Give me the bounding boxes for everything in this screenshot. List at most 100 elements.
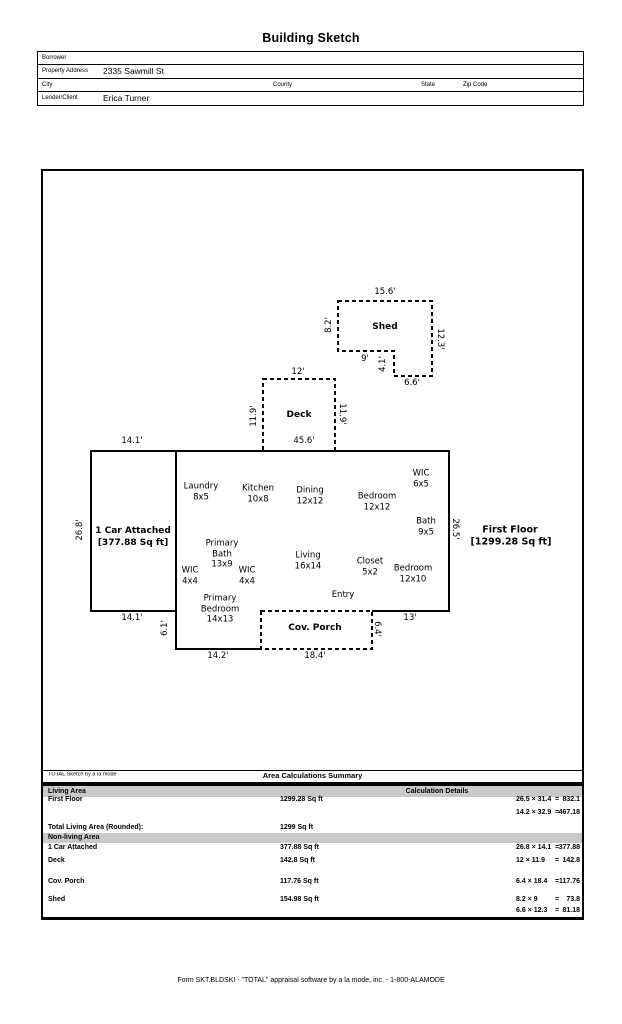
room-living: Living 16x14	[295, 551, 322, 572]
row-first-floor-calc2-eq: =	[554, 809, 560, 816]
room-dining-name: Dining	[296, 485, 324, 496]
shed-dim-bottom-right: 6.6'	[404, 378, 420, 388]
room-kitchen-name: Kitchen	[242, 483, 274, 494]
nonliving-area-header: Non-living Area	[48, 834, 100, 841]
room-bedroom-12x12-size: 12x12	[363, 502, 391, 512]
row-shed-value: 154.98 Sq ft	[280, 896, 319, 903]
summary-title: Area Calculations Summary	[262, 771, 363, 780]
total-living-label: Total Living Area (Rounded):	[48, 824, 144, 831]
room-entry: Entry	[332, 590, 355, 601]
deck-dim-top: 12'	[291, 367, 305, 377]
garage-dim-top: 14.1'	[121, 436, 143, 446]
room-bedroom-12x12-name: Bedroom	[357, 491, 397, 502]
form-row-lender: Lender/Client Erica Turner	[38, 92, 583, 105]
room-laundry: Laundry 8x5	[184, 482, 219, 503]
porch-dim-right: 6.4'	[372, 621, 382, 637]
first-floor-sqft: [1299.28 Sq ft]	[470, 536, 552, 548]
room-wic-4x4-left: WIC 4x4	[182, 566, 199, 587]
property-address-value: 2335 Sawmill St	[103, 66, 164, 77]
room-wic-4x4-right-name: WIC	[238, 565, 256, 576]
total-living-value: 1299 Sq ft	[280, 824, 314, 831]
row-car-calc-eq: =	[554, 844, 560, 851]
room-wic-4x4-right-size: 4x4	[239, 576, 255, 586]
room-living-size: 16x14	[294, 561, 322, 571]
room-kitchen-size: 10x8	[247, 494, 269, 504]
row-first-floor-calc2-exp: 14.2 × 32.9	[516, 809, 552, 816]
room-primary-bedroom-name1: Primary	[203, 593, 237, 604]
first-floor-dim-bottom-right: 13'	[403, 613, 417, 623]
room-primary-bath-name2: Bath	[212, 548, 232, 559]
sketch-box: Shed 15.6' 8.2' 12.3' 9' 4.1' 6.6' Deck …	[41, 169, 584, 920]
property-address-label: Property Address	[42, 68, 89, 75]
shed-dim-notch: 4.1'	[378, 356, 388, 372]
first-floor-dim-ext-left: 6.1'	[160, 620, 170, 636]
first-floor-outline	[176, 450, 450, 612]
county-label: County	[273, 81, 293, 88]
form-header-table: Borrower Property Address 2335 Sawmill S…	[37, 51, 584, 106]
row-deck-name: Deck	[48, 857, 65, 864]
garage-outline	[90, 450, 177, 612]
porch-dim-bottom: 18.4'	[304, 651, 326, 661]
sketch-layer: Shed 15.6' 8.2' 12.3' 9' 4.1' 6.6' Deck …	[41, 169, 584, 920]
form-row-property-address: Property Address 2335 Sawmill St	[38, 65, 583, 79]
living-area-band	[43, 786, 582, 797]
row-shed-name: Shed	[48, 896, 66, 903]
row-deck-calc-exp: 12 × 11.9	[516, 857, 546, 864]
row-first-floor-calc2-res: 467.18	[558, 809, 580, 816]
room-bedroom-12x10: Bedroom 12x10	[394, 564, 432, 585]
shed-dim-top: 15.6'	[374, 287, 396, 297]
lender-client-label: Lender/Client	[42, 94, 78, 101]
row-deck-calc-eq: =	[554, 857, 560, 864]
nonliving-area-band	[43, 833, 582, 843]
room-primary-bath-name1: Primary	[205, 538, 239, 549]
row-first-floor-calc1-eq: =	[554, 796, 560, 803]
room-primary-bath-size: 13x9	[211, 559, 233, 570]
room-laundry-name: Laundry	[183, 481, 219, 492]
summary-thick-bar	[43, 782, 582, 786]
room-kitchen: Kitchen 10x8	[242, 484, 274, 505]
garage-dim-bottom: 14.1'	[121, 613, 143, 623]
deck-dim-left: 11.9'	[249, 405, 259, 427]
row-shed-calc1-eq: =	[554, 896, 560, 903]
form-row-borrower: Borrower	[38, 52, 583, 66]
room-wic-6x5-size: 6x5	[413, 479, 429, 489]
floorplan-outlines	[90, 300, 450, 650]
room-bath-9x5-name: Bath	[416, 516, 436, 527]
city-label: City	[42, 81, 53, 88]
room-dining: Dining 12x12	[296, 486, 323, 507]
room-closet-size: 5x2	[362, 567, 378, 577]
row-deck-value: 142.8 Sq ft	[280, 857, 316, 864]
zip-code-label: Zip Code	[463, 81, 488, 88]
shed-label: Shed	[372, 322, 398, 332]
shed-outline	[337, 300, 433, 377]
lender-client-value: Erica Turner	[103, 92, 150, 103]
row-porch-value: 117.76 Sq ft	[280, 878, 319, 885]
row-car-name: 1 Car Attached	[48, 844, 98, 851]
summary-top-divider	[43, 770, 582, 771]
room-living-name: Living	[295, 550, 321, 561]
row-shed-calc2-res: 81.18	[562, 907, 580, 914]
room-primary-bath: Primary Bath 13x9	[206, 538, 239, 570]
shed-dim-bottom-left: 9'	[361, 354, 369, 364]
room-primary-bedroom: Primary Bedroom 14x13	[201, 593, 239, 625]
first-floor-dim-right: 26.5'	[450, 518, 460, 540]
total-sketch-branding: TOTAL Sketch by a la mode	[48, 772, 117, 778]
room-wic-4x4-right: WIC 4x4	[239, 566, 256, 587]
deck-dim-right: 11.9'	[337, 403, 347, 425]
garage-dim-left: 26.8'	[75, 519, 85, 541]
room-wic-4x4-left-size: 4x4	[182, 576, 198, 586]
state-label: State	[421, 81, 436, 88]
calculation-details-header: Calculation Details	[405, 788, 469, 795]
row-first-floor-value: 1299.28 Sq ft	[280, 796, 323, 803]
room-bath-9x5: Bath 9x5	[416, 517, 436, 538]
row-porch-calc-exp: 6.4 × 18.4	[516, 878, 548, 885]
porch-outline	[260, 610, 373, 650]
row-car-value: 377.88 Sq ft	[280, 844, 319, 851]
room-bedroom-12x10-size: 12x10	[399, 574, 427, 584]
living-area-header: Living Area	[48, 788, 86, 795]
room-bath-9x5-size: 9x5	[418, 527, 434, 537]
row-first-floor-calc1-exp: 26.5 × 31.4	[516, 796, 552, 803]
row-shed-calc2-exp: 6.6 × 12.3	[516, 907, 548, 914]
first-floor-extension-outline	[175, 611, 261, 650]
